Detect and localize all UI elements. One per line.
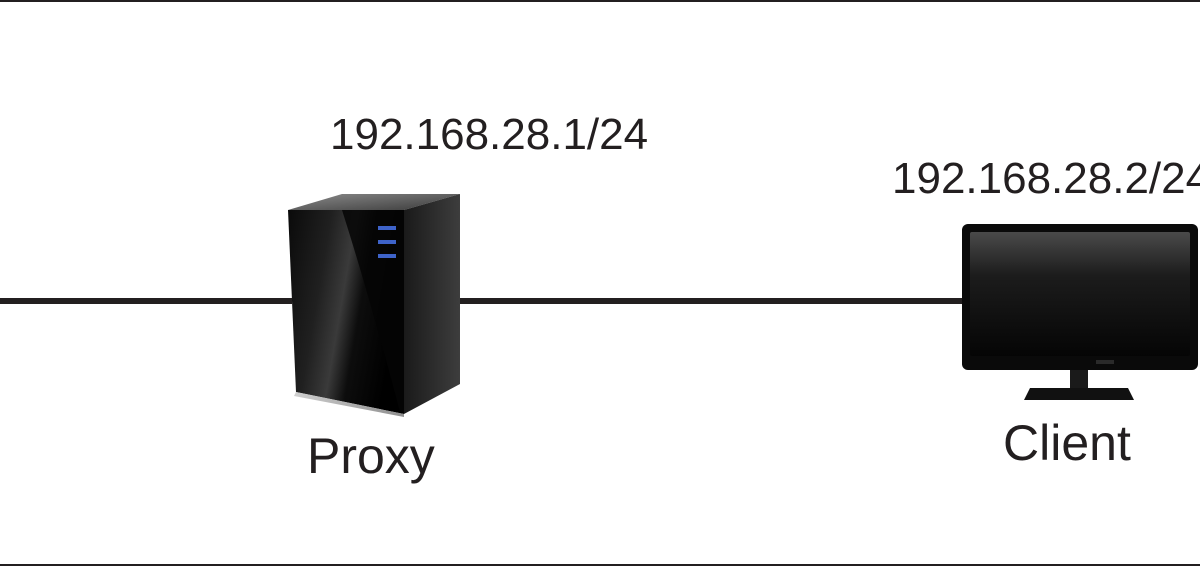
- server-side: [404, 194, 460, 414]
- bottom-border: [0, 564, 1200, 566]
- client-name-label: Client: [1003, 415, 1131, 471]
- server-indicator-light: [378, 254, 396, 258]
- server-base: [294, 392, 404, 417]
- top-border: [0, 0, 1200, 2]
- client-ip-label: 192.168.28.2/24: [892, 154, 1200, 203]
- server-gloss: [342, 210, 404, 414]
- link-upstream-proxy: [0, 298, 292, 304]
- link-proxy-client: [458, 298, 966, 304]
- server-indicator-light: [378, 240, 396, 244]
- server-top: [288, 194, 460, 210]
- monitor-power-light: [1096, 360, 1114, 364]
- server-indicator-light: [378, 226, 396, 230]
- proxy-name-label: Proxy: [307, 428, 435, 484]
- monitor-screen: [970, 232, 1190, 356]
- monitor-icon: [962, 224, 1198, 400]
- server-tower-icon: [288, 194, 460, 417]
- monitor-foot: [1024, 388, 1134, 400]
- proxy-ip-label: 192.168.28.1/24: [330, 110, 649, 159]
- monitor-neck: [1070, 370, 1088, 388]
